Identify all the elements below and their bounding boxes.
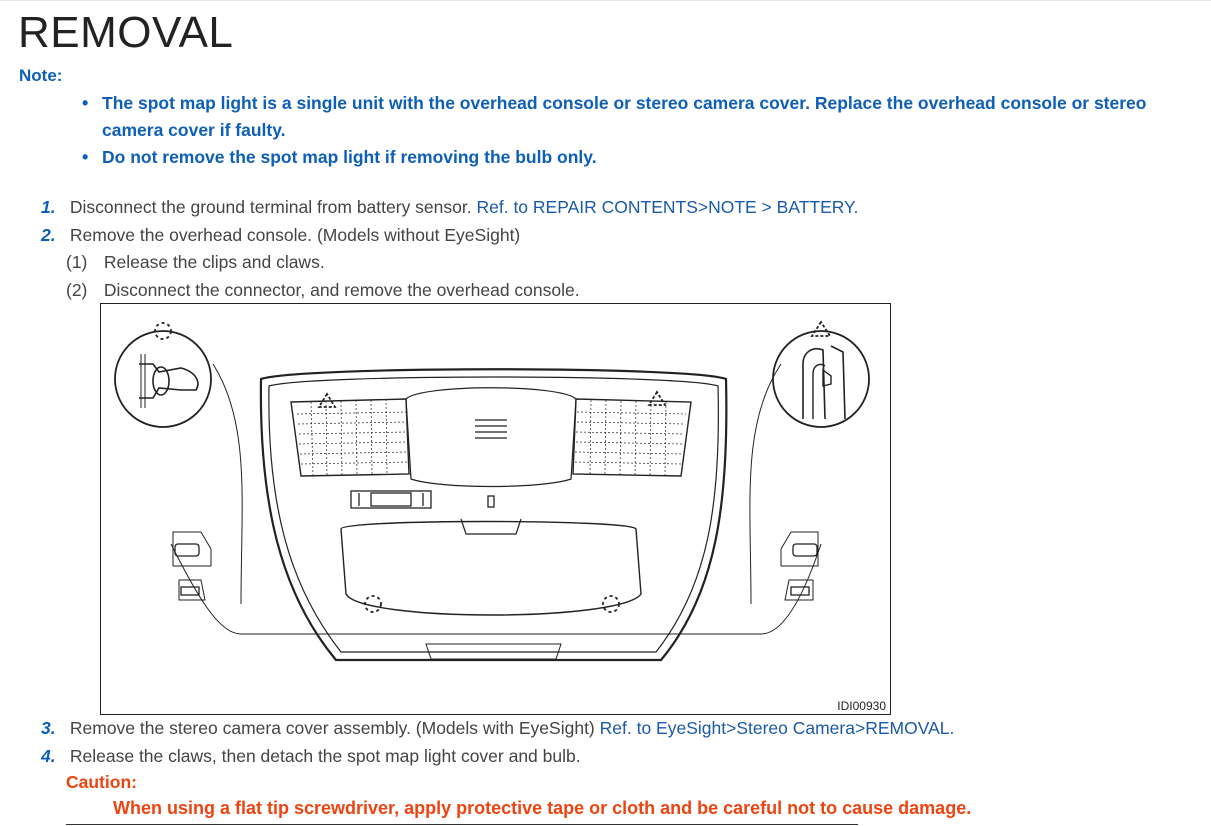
step-text: Release the claws, then detach the spot … [69, 746, 581, 766]
step-text: Remove the overhead console. (Models wit… [69, 225, 521, 245]
figure-id: IDI00930 [837, 699, 886, 713]
step-number: 2. [41, 225, 56, 245]
overhead-console-figure: IDI00930 [100, 303, 891, 715]
step-3: 3. Remove the stereo camera cover assemb… [41, 715, 954, 741]
battery-ref-link[interactable]: Ref. to REPAIR CONTENTS>NOTE > BATTERY. [476, 197, 859, 217]
bottom-divider [66, 824, 858, 825]
substep-number: (2) [66, 280, 88, 300]
note-item: Do not remove the spot map light if remo… [82, 144, 1202, 171]
overhead-console-illustration [114, 320, 870, 662]
step-4: 4. Release the claws, then detach the sp… [41, 743, 581, 769]
step-number: 3. [41, 718, 56, 738]
note-list: The spot map light is a single unit with… [82, 90, 1202, 171]
substep-number: (1) [66, 252, 88, 272]
caution-label: Caution: [66, 772, 137, 792]
note-item: The spot map light is a single unit with… [82, 90, 1202, 144]
step-1: 1. Disconnect the ground terminal from b… [41, 194, 858, 220]
substep-2: (2) Disconnect the connector, and remove… [66, 277, 580, 303]
top-divider [0, 0, 1211, 1]
page-title: REMOVAL [18, 8, 234, 57]
step-text: Remove the stereo camera cover assembly.… [69, 718, 595, 738]
note-label: Note: [19, 66, 63, 85]
step-number: 1. [41, 197, 56, 217]
substep-text: Disconnect the connector, and remove the… [103, 280, 580, 300]
substep-text: Release the clips and claws. [103, 252, 325, 272]
step-text: Disconnect the ground terminal from batt… [69, 197, 472, 217]
step-number: 4. [41, 746, 56, 766]
caution-text: When using a flat tip screwdriver, apply… [113, 798, 972, 818]
stereo-camera-ref-link[interactable]: Ref. to EyeSight>Stereo Camera>REMOVAL. [599, 718, 955, 738]
step-2: 2. Remove the overhead console. (Models … [41, 222, 520, 248]
substep-1: (1) Release the clips and claws. [66, 249, 325, 275]
